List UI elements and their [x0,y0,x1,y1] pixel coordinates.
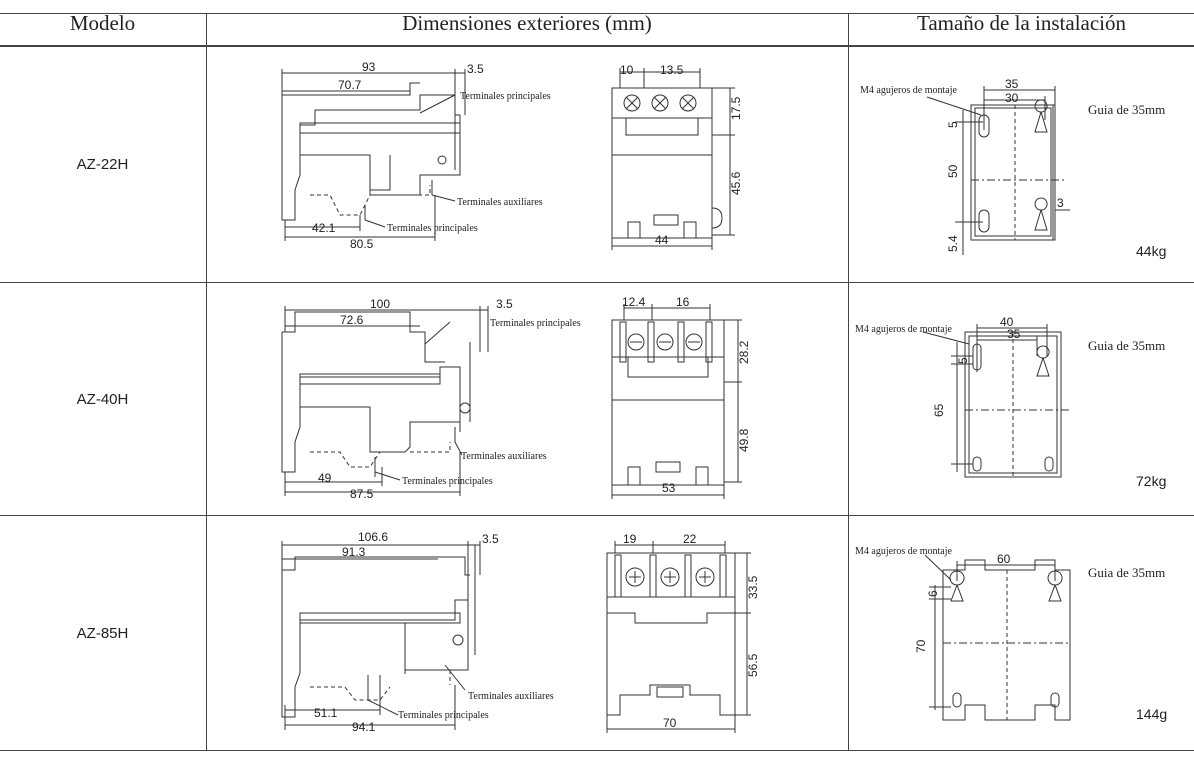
dim-mount-v1: 6 [926,590,940,597]
label-main-terminals: Terminales principales [490,318,581,329]
dim-height-top: 28.2 [737,340,751,364]
dim-bottom-b: 87.5 [350,487,374,501]
side-view-labels-az40h: 100 72.6 3.5 49 87.5 Terminales principa… [318,297,581,501]
dim-mount-v1: 5 [946,121,960,128]
dim-bottom-a: 49 [318,471,332,485]
dim-width: 70 [663,716,677,730]
dim-mount-v1: 5 [956,357,970,364]
mount-view-labels-az22h: 35 30 5 50 5.4 3 M4 agujeros de montaje … [860,77,1165,252]
model-name: AZ-40H [76,390,129,408]
dim-height-top: 17.5 [729,96,743,120]
label-din-rail: Guia de 35mm [1088,102,1165,117]
weight-value: 72kg [1136,473,1167,489]
side-view-az85h [281,541,481,730]
front-view-labels-az22h: 10 13.5 17.5 45.6 44 [620,63,743,247]
header-rule [0,45,1194,47]
label-mount-holes: M4 agujeros de montaje [855,546,952,557]
label-aux-terminals: Terminales auxiliares [457,197,543,208]
row-divider-1 [0,282,1194,283]
dim-width-inner: 70.7 [338,78,362,92]
front-view-labels-az40h: 12.4 16 28.2 49.8 53 [622,295,751,495]
header-installation: Tamaño de la instalación [916,10,1127,35]
front-view-labels-az85h: 19 22 33.5 56.5 70 [623,532,760,730]
header-model: Modelo [69,10,136,35]
dim-width-total: 106.6 [358,530,388,544]
top-rule [0,13,1194,14]
weight-value: 144g [1136,706,1168,722]
model-name: AZ-85H [76,624,129,642]
dim-mount-outer: 40 [1000,315,1014,329]
mount-view-az22h [926,86,1070,255]
col-divider-2 [848,14,849,751]
dim-mount-inner: 30 [1005,91,1019,105]
side-view-labels-az85h: 106.6 91.3 3.5 51.1 94.1 Terminales auxi… [314,530,554,734]
dim-mount-v2: 70 [914,639,928,653]
dim-bottom-a: 51.1 [314,706,338,720]
label-din-rail: Guia de 35mm [1088,338,1165,353]
side-view-labels-az22h: 93 70.7 3.5 42.1 80.5 Terminales princip… [312,60,551,251]
dim-mount-side: 3 [1057,196,1064,210]
dim-bottom-a: 42.1 [312,221,336,235]
dim-pitch-a: 19 [623,532,637,546]
weight-value: 44kg [1136,243,1167,259]
dim-offset: 3.5 [467,62,484,76]
label-mount-holes: M4 agujeros de montaje [860,85,957,96]
label-din-rail: Guia de 35mm [1088,565,1165,580]
dim-width: 53 [662,481,676,495]
dim-width: 44 [655,233,669,247]
mount-view-labels-az85h: 60 6 70 M4 agujeros de montaje Guia de 3… [855,546,1165,653]
dim-bottom-b: 80.5 [350,237,374,251]
side-view-az22h [281,69,466,241]
dim-width-total: 93 [362,60,376,74]
label-main-terminals: Terminales principales [460,91,551,102]
model-name: AZ-22H [76,156,129,173]
dim-bottom-b: 94.1 [352,720,376,734]
dim-mount-outer: 35 [1005,77,1019,91]
side-view-az40h [281,306,489,496]
bottom-rule [0,750,1194,751]
label-mount-holes: M4 agujeros de montaje [855,324,952,335]
dim-mount-v2: 65 [932,403,946,417]
dim-height-bottom: 49.8 [737,428,751,452]
col-divider-1 [206,14,207,751]
dim-mount-outer: 60 [997,552,1011,566]
label-main-terminals: Terminales principales [402,476,493,487]
dim-offset: 3.5 [482,532,499,546]
dim-width-total: 100 [370,297,390,311]
dim-pitch-a: 12.4 [622,295,646,309]
dim-height-top: 33.5 [746,575,760,599]
label-aux-terminals: Terminales auxiliares [468,691,554,702]
dim-pitch-b: 22 [683,532,697,546]
dim-pitch-a: 10 [620,63,634,77]
label-main-terminals: Terminales principales [387,223,478,234]
row-divider-2 [0,515,1194,516]
dim-height-bottom: 45.6 [729,171,743,195]
front-view-az40h [611,304,742,499]
front-view-az85h [606,541,751,733]
label-aux-terminals: Terminales auxiliares [461,451,547,462]
mount-view-az85h [924,554,1071,721]
dim-mount-v3: 5.4 [946,235,960,252]
dim-pitch-b: 13.5 [660,63,684,77]
dim-width-inner: 72.6 [340,313,364,327]
label-main-terminals: Terminales principales [398,710,489,721]
mount-view-labels-az40h: 40 35 5 65 M4 agujeros de montaje Guia d… [855,315,1165,417]
dim-height-bottom: 56.5 [746,653,760,677]
dim-mount-v2: 50 [946,164,960,178]
mount-view-az40h [922,324,1069,478]
dim-pitch-b: 16 [676,295,690,309]
dim-width-inner: 91.3 [342,545,366,559]
dim-offset: 3.5 [496,297,513,311]
dim-mount-inner: 35 [1007,327,1021,341]
header-dimensions: Dimensiones exteriores (mm) [402,10,652,35]
front-view-az22h [611,68,735,250]
